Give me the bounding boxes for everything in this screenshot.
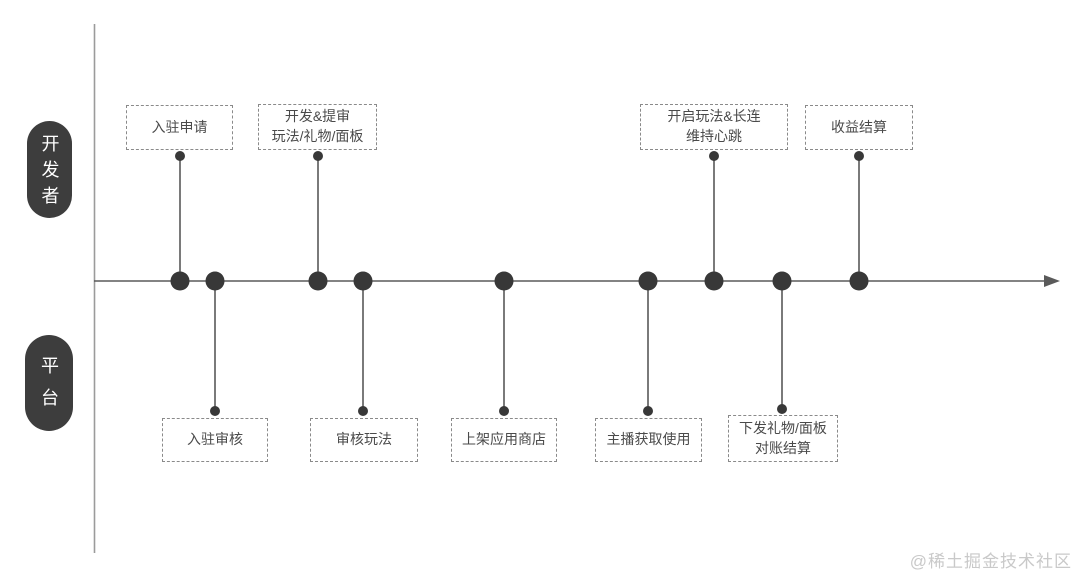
timeline-dot [494,271,514,291]
node-dot [358,406,368,416]
lane-label-platform: 平台 [25,335,73,431]
timeline-dot [772,271,792,291]
node-dot [854,151,864,161]
node-onboard-review: 入驻审核 [162,418,268,462]
node-dot [709,151,719,161]
watermark-text: @稀土掘金技术社区 [909,552,1072,571]
node-streamer-acquire-use: 主播获取使用 [595,418,702,462]
node-dot [777,404,787,414]
timeline-dot [849,271,869,291]
timeline-dot [308,271,328,291]
node-dot [643,406,653,416]
timeline-dot [205,271,225,291]
node-enable-gameplay-heartbeat: 开启玩法&长连 维持心跳 [640,104,788,150]
node-dot [175,151,185,161]
node-onboard-apply: 入驻申请 [126,105,233,150]
node-review-gameplay: 审核玩法 [310,418,418,462]
node-distribute-gifts-reconcile: 下发礼物/面板 对账结算 [728,415,838,462]
timeline-dot [638,271,658,291]
node-dot [210,406,220,416]
node-dot [313,151,323,161]
timeline-dot [170,271,190,291]
node-dot [499,406,509,416]
arrowhead-icon [1044,275,1060,287]
node-develop-submit-review: 开发&提审 玩法/礼物/面板 [258,104,377,150]
lane-label-developer: 开发者 [27,121,72,218]
timeline-dot [353,271,373,291]
node-revenue-settlement: 收益结算 [805,105,913,150]
node-app-store-listing: 上架应用商店 [451,418,557,462]
timeline-dot [704,271,724,291]
